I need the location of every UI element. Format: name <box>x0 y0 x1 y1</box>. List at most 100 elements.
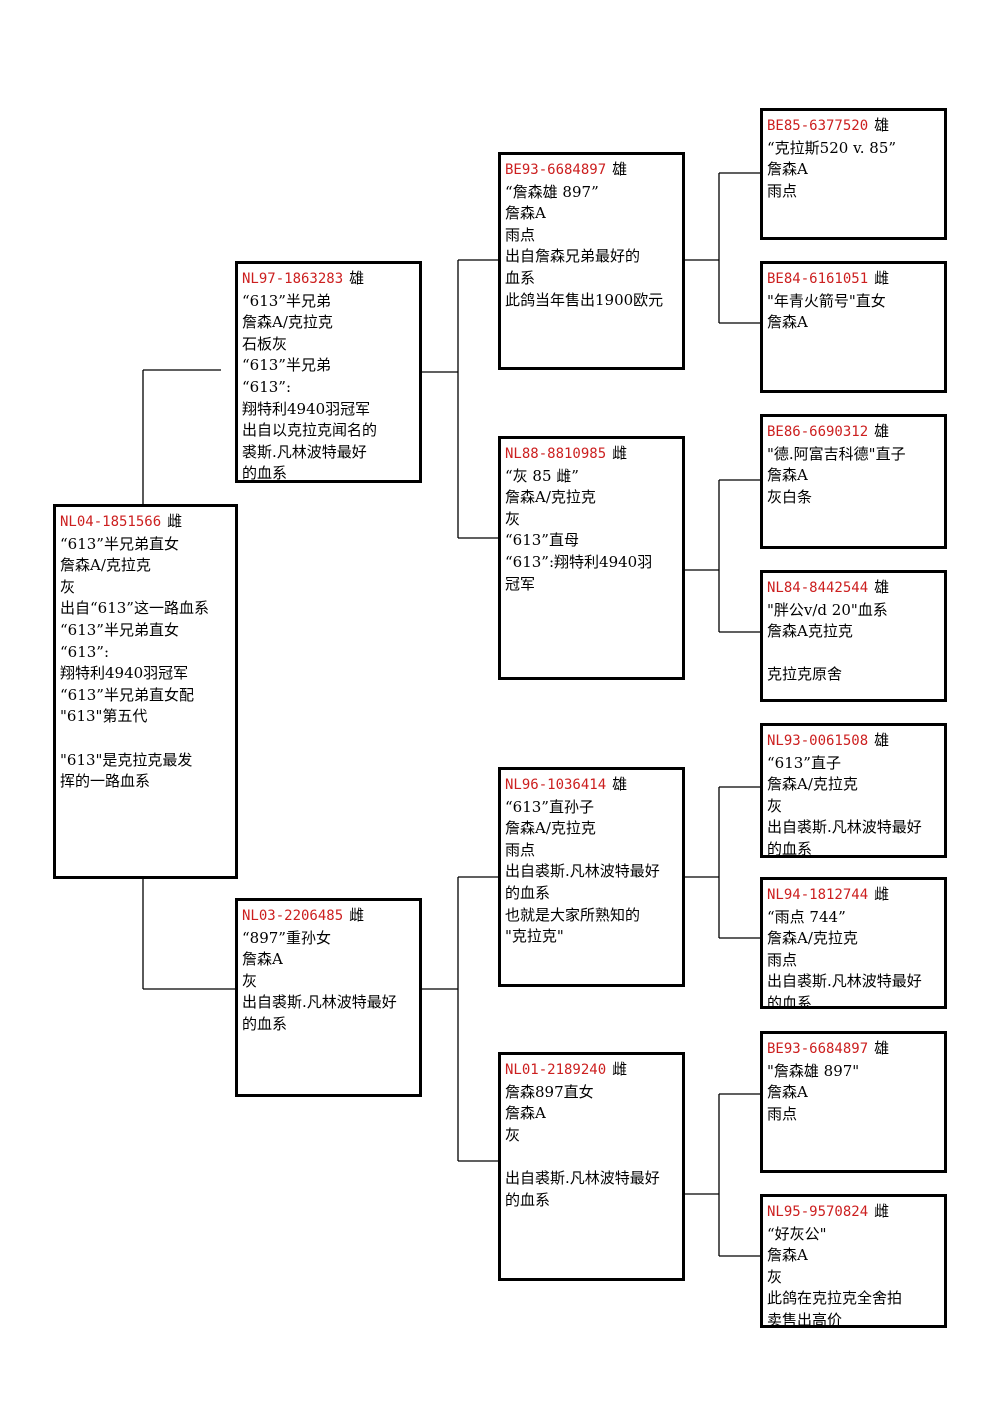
pigeon-card-dam: NL03-2206485 雌 “897”重孙女詹森A 灰出自裘斯.凡林波特最好的血系 <box>235 898 422 1097</box>
card-detail-line: “613”半兄弟直女配 <box>60 685 194 704</box>
card-detail-line: 出自裘斯.凡林波特最好 <box>505 862 660 881</box>
pigeon-card-dd-dam: NL95-9570824 雌 “好灰公" 詹森A 灰此鸽在克拉克全舍拍卖售出高价 <box>760 1194 947 1328</box>
card-detail-line: 的血系 <box>242 464 288 483</box>
card-detail-line: 裘斯.凡林波特最好 <box>242 442 367 461</box>
sex-label: 雌 <box>612 444 628 462</box>
card-detail-line: 詹森A/克拉克 <box>505 488 596 507</box>
ring-number: BE86-6690312 <box>767 424 869 440</box>
card-detail-line: 詹森A <box>505 204 546 223</box>
ring-number: NL94-1812744 <box>767 887 869 903</box>
ring-number: NL97-1863283 <box>242 271 344 287</box>
card-detail-line <box>505 1146 678 1168</box>
card-detail-line: 挥的一路血系 <box>60 772 151 791</box>
ring-number: NL01-2189240 <box>505 1062 607 1078</box>
card-detail-line <box>767 643 940 665</box>
card-detail-line: 雨点 <box>505 225 536 244</box>
card-detail-line <box>60 728 231 750</box>
card-detail-line: 出自“613”这一路血系 <box>60 599 209 618</box>
card-detail-line: "德.阿富吉科德"直子 <box>767 444 906 463</box>
card-detail-line: 此鸽在克拉克全舍拍 <box>767 1289 903 1308</box>
card-detail-line: “613”半兄弟 <box>242 356 331 375</box>
ring-number: NL88-8810985 <box>505 446 607 462</box>
card-detail-line: “雨点 744” <box>767 907 846 926</box>
card-header: NL95-9570824 雌 <box>767 1201 940 1224</box>
card-detail-line: “613”直孙子 <box>505 797 594 816</box>
sex-label: 雄 <box>874 578 890 596</box>
ring-number: BE93-6684897 <box>505 162 607 178</box>
card-detail-line: 卖售出高价 <box>767 1310 843 1328</box>
card-detail-line: "613"是克拉克最发 <box>60 750 193 769</box>
card-detail-line: 也就是大家所熟知的 <box>505 905 641 924</box>
card-detail-line: 冠军 <box>505 574 536 593</box>
card-detail-line: 雨点 <box>505 840 536 859</box>
card-detail-line: 詹森A/克拉克 <box>767 929 858 948</box>
card-detail-line: “613”半兄弟直女 <box>60 534 179 553</box>
card-detail-line: 詹森A克拉克 <box>767 622 853 641</box>
ring-number: NL96-1036414 <box>505 777 607 793</box>
card-detail-line: 出自裘斯.凡林波特最好 <box>242 993 397 1012</box>
card-detail-line: “613”: <box>60 642 110 661</box>
card-detail-line: 詹森A <box>242 950 283 969</box>
card-detail-line: 詹森A <box>505 1104 546 1123</box>
card-detail-line: “好灰公" <box>767 1224 827 1243</box>
card-header: NL03-2206485 雌 <box>242 905 415 928</box>
card-detail-line: 翔特利4940羽冠军 <box>242 399 371 418</box>
sex-label: 雌 <box>874 1202 890 1220</box>
ring-number: NL04-1851566 <box>60 514 162 530</box>
card-detail-line: 的血系 <box>767 839 813 858</box>
card-detail-line: “詹森雄 897” <box>505 182 599 201</box>
card-detail-line: 詹森A/克拉克 <box>242 313 333 332</box>
ring-number: NL95-9570824 <box>767 1204 869 1220</box>
ring-number: BE93-6684897 <box>767 1041 869 1057</box>
card-detail-line: 雨点 <box>767 181 798 200</box>
card-detail-line: 詹森A <box>767 160 808 179</box>
card-detail-line: 的血系 <box>505 883 551 902</box>
card-detail-line: 灰白条 <box>767 487 813 506</box>
card-detail-line: 灰 <box>767 1267 783 1286</box>
card-detail-line: 石板灰 <box>242 334 288 353</box>
card-detail-line: 詹森A <box>767 466 808 485</box>
card-detail-line: 出自裘斯.凡林波特最好 <box>767 818 922 837</box>
card-detail-line: 詹森A/克拉克 <box>505 819 596 838</box>
card-detail-line: “613”半兄弟直女 <box>60 620 179 639</box>
card-detail-line: “613”半兄弟 <box>242 291 331 310</box>
card-detail-line: “613”:翔特利4940羽 <box>505 552 653 571</box>
card-detail-line: 詹森A/克拉克 <box>60 556 151 575</box>
card-detail-line: 灰 <box>242 971 258 990</box>
card-detail-line: 詹森A <box>767 1246 808 1265</box>
sex-label: 雌 <box>612 1060 628 1078</box>
card-detail-line: 灰 <box>767 796 783 815</box>
ring-number: NL03-2206485 <box>242 908 344 924</box>
card-detail-line: 的血系 <box>242 1014 288 1033</box>
card-detail-line: 的血系 <box>505 1190 551 1209</box>
card-detail-line: 灰 <box>505 1125 521 1144</box>
card-detail-line: “897”重孙女 <box>242 928 331 947</box>
card-detail-line: 灰 <box>60 577 76 596</box>
sex-label: 雌 <box>349 906 365 924</box>
card-detail-line: "613"第五代 <box>60 707 148 726</box>
card-detail-line: “613”直母 <box>505 531 579 550</box>
card-detail-line: 雨点 <box>767 1104 798 1123</box>
card-detail-line: “灰 85 雌” <box>505 466 579 485</box>
ring-number: BE85-6377520 <box>767 118 869 134</box>
card-detail-line: "詹森雄 897" <box>767 1061 860 1080</box>
